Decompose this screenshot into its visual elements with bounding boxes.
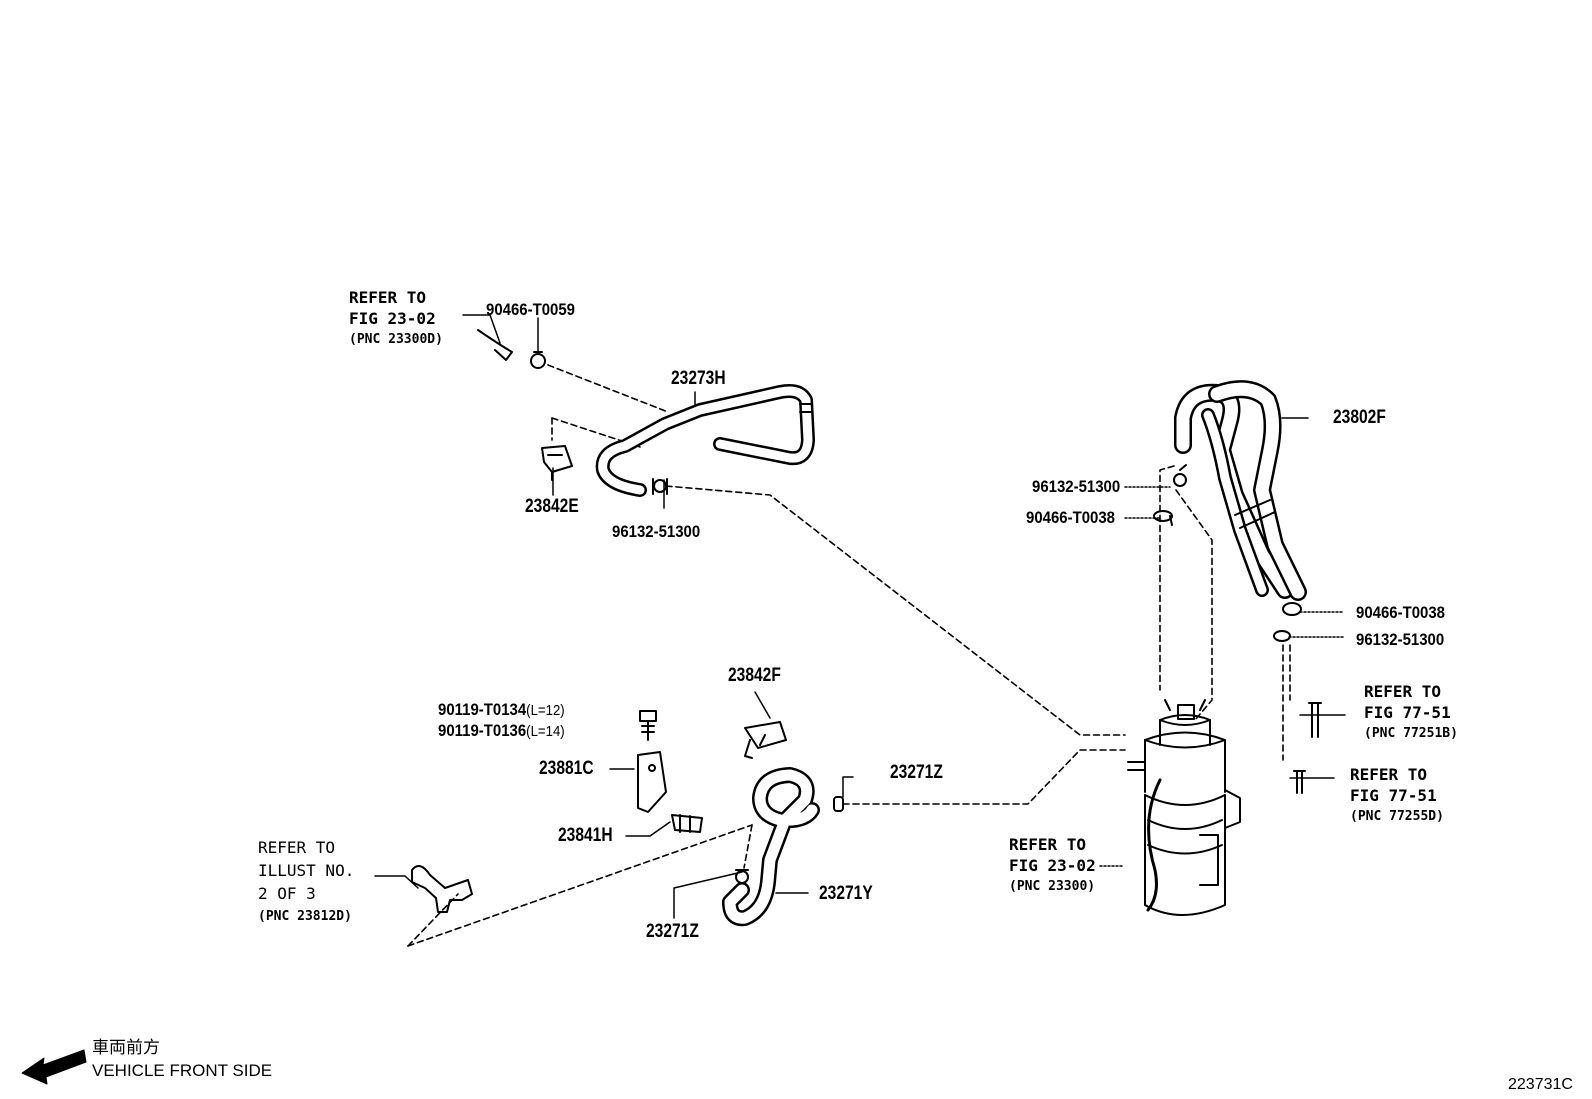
refer-fitting-77251b: [1308, 702, 1322, 738]
part-label-23842e[interactable]: 23842E: [525, 496, 579, 517]
part-label-96132-51300[interactable]: 96132-51300: [1356, 630, 1445, 649]
part-label-90119-t0136[interactable]: 90119-T0136(L=14): [438, 722, 565, 739]
refer-line: FIG 77-51: [1350, 786, 1437, 805]
clip-23841h: [671, 814, 703, 833]
length-note: (L=12): [526, 702, 565, 719]
part-label-90466-t0059[interactable]: 90466-T0059: [486, 300, 576, 319]
part-label-23841h[interactable]: 23841H: [558, 825, 613, 846]
part-number: 90119-T0134: [438, 700, 527, 719]
part-label-23881c[interactable]: 23881C: [539, 758, 594, 779]
refer-line: (PNC 23300): [1009, 879, 1096, 894]
refer-line: REFER TO: [1350, 765, 1428, 784]
part-label-23842f[interactable]: 23842F: [728, 665, 781, 686]
refer-line: (PNC 77255D): [1350, 809, 1444, 824]
refer-note-23300d[interactable]: REFER TO FIG 23-02 (PNC 23300D): [349, 287, 443, 350]
refer-line: REFER TO: [1364, 682, 1442, 701]
front-arrow-icon: [21, 1049, 87, 1085]
leader-lines: [374, 314, 1346, 919]
refer-line: REFER TO: [349, 288, 427, 307]
refer-line: ILLUST NO.: [258, 861, 355, 880]
refer-fitting-23812d: [411, 865, 473, 913]
refer-note-77255d[interactable]: REFER TO FIG 77-51 (PNC 77255D): [1350, 764, 1444, 827]
refer-line: (PNC 23300D): [349, 332, 443, 347]
part-label-23271z[interactable]: 23271Z: [646, 921, 699, 942]
part-label-96132-51300[interactable]: 96132-51300: [612, 522, 701, 541]
vehicle-front-en: VEHICLE FRONT SIDE: [92, 1061, 273, 1080]
refer-line: FIG 23-02: [1009, 856, 1096, 875]
hose-23271y: [722, 767, 820, 927]
part-label-23273h[interactable]: 23273H: [671, 368, 726, 389]
refer-line: REFER TO: [1009, 835, 1087, 854]
bolt: [639, 710, 657, 741]
refer-note-23812d[interactable]: REFER TO ILLUST NO. 2 OF 3 (PNC 23812D): [258, 836, 354, 928]
refer-line: REFER TO: [258, 838, 336, 857]
part-label-90119-t0134[interactable]: 90119-T0134(L=12): [438, 701, 565, 718]
refer-line: 2 OF 3: [258, 884, 316, 903]
refer-line: FIG 77-51: [1364, 703, 1451, 722]
refer-line: (PNC 23812D): [258, 909, 352, 924]
bracket-23881c: [637, 751, 667, 813]
bracket-23842f: [744, 721, 787, 759]
illustration-code: 223731C: [1508, 1076, 1573, 1093]
hose-23273h: [595, 384, 815, 497]
part-label-90466-t0038[interactable]: 90466-T0038: [1356, 603, 1446, 622]
length-note: (L=14): [526, 723, 565, 740]
part-label-23802f[interactable]: 23802F: [1333, 407, 1386, 428]
refer-note-77251b[interactable]: REFER TO FIG 77-51 (PNC 77251B): [1364, 681, 1458, 744]
part-label-96132-51300[interactable]: 96132-51300: [1032, 477, 1121, 496]
part-label-23271z[interactable]: 23271Z: [890, 762, 943, 783]
hose-23802f: [1174, 380, 1307, 601]
part-label-23271y[interactable]: 23271Y: [819, 883, 873, 904]
refer-fitting-23300d: [477, 329, 513, 361]
part-label-90466-t0038[interactable]: 90466-T0038: [1026, 508, 1116, 527]
bracket-23842e: [541, 445, 573, 481]
refer-note-23300[interactable]: REFER TO FIG 23-02 (PNC 23300): [1009, 834, 1096, 897]
dashed-guide-lines: [407, 364, 1291, 947]
refer-line: (PNC 77251B): [1364, 726, 1458, 741]
refer-fitting-77255d: [1293, 770, 1306, 794]
vehicle-front-jp: 車両前方: [92, 1038, 160, 1057]
part-number: 90119-T0136: [438, 721, 527, 740]
refer-line: FIG 23-02: [349, 309, 436, 328]
clamp: [530, 351, 1302, 884]
fuel-filter-assembly: [1127, 699, 1241, 916]
